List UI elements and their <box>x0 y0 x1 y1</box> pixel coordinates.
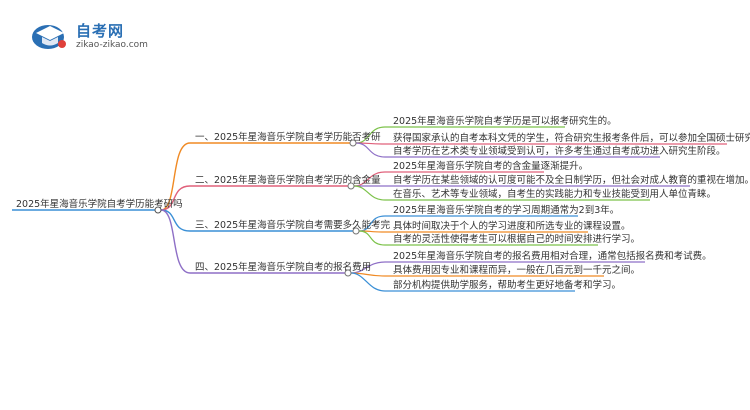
branch-node-label: 二、2025年星海音乐学院自考学历的含金量 <box>195 174 381 186</box>
mind-map-links <box>12 126 727 292</box>
child-node-label: 2025年星海音乐学院自考的报名费用相对合理，通常包括报名费和考试费。 <box>393 250 712 262</box>
branch-connector <box>349 139 357 147</box>
child-node-label: 2025年星海音乐学院自考的学习周期通常为2到3年。 <box>393 204 619 216</box>
child-link <box>355 142 386 158</box>
child-node-label: 获得国家承认的自考本科文凭的学生，符合研究生报考条件后，可以参加全国硕士研究生招… <box>393 132 750 144</box>
root-connector <box>154 206 162 214</box>
child-node-label: 具体费用因专业和课程而异，一般在几百元到一千元之间。 <box>393 264 640 276</box>
child-node-label: 在音乐、艺术等专业领域，自考生的实践能力和专业技能受到用人单位青睐。 <box>393 188 716 200</box>
child-node-label: 部分机构提供助学服务，帮助考生更好地备考和学习。 <box>393 279 621 291</box>
child-node-label: 2025年星海音乐学院自考的含金量逐渐提升。 <box>393 160 588 172</box>
root-node-label: 2025年星海音乐学院自考学历能考研吗 <box>16 198 183 210</box>
child-link <box>350 272 386 292</box>
branch-link <box>160 209 191 274</box>
branch-link <box>160 209 191 232</box>
logo-domain: zikao-zikao.com <box>76 40 148 50</box>
branch-link <box>160 142 191 211</box>
mind-map-nodes: 2025年星海音乐学院自考学历能考研吗 一、2025年星海音乐学院自考学历能否考研… <box>16 115 750 291</box>
branch-node-label: 四、2025年星海音乐学院自考的报名费用 <box>195 261 371 273</box>
graduation-cap-icon <box>32 25 66 49</box>
branch-connector <box>352 227 360 235</box>
child-node-label: 自考学历在某些领域的认可度可能不及全日制学历，但社会对成人教育的重视在增加。 <box>393 174 750 186</box>
child-node-label: 自考的灵活性使得考生可以根据自己的时间安排进行学习。 <box>393 233 640 245</box>
branch-connector <box>347 182 355 190</box>
child-node-label: 具体时间取决于个人的学习进度和所选专业的课程设置。 <box>393 220 631 232</box>
branch-connector <box>344 269 352 277</box>
branch-node-label: 一、2025年星海音乐学院自考学历能否考研 <box>195 131 381 143</box>
child-link <box>353 185 386 201</box>
logo-name: 自考网 <box>76 22 125 40</box>
branch-link <box>160 185 191 211</box>
branch-node-label: 三、2025年星海音乐学院自考需要多久能考完 <box>195 219 391 231</box>
child-link <box>358 230 386 246</box>
site-logo[interactable]: 自考网 zikao-zikao.com <box>28 18 168 54</box>
child-node-label: 2025年星海音乐学院自考学历是可以报考研究生的。 <box>393 115 617 127</box>
child-node-label: 自考学历在艺术类专业领域受到认可，许多考生通过自考成功进入研究生阶段。 <box>393 145 726 157</box>
